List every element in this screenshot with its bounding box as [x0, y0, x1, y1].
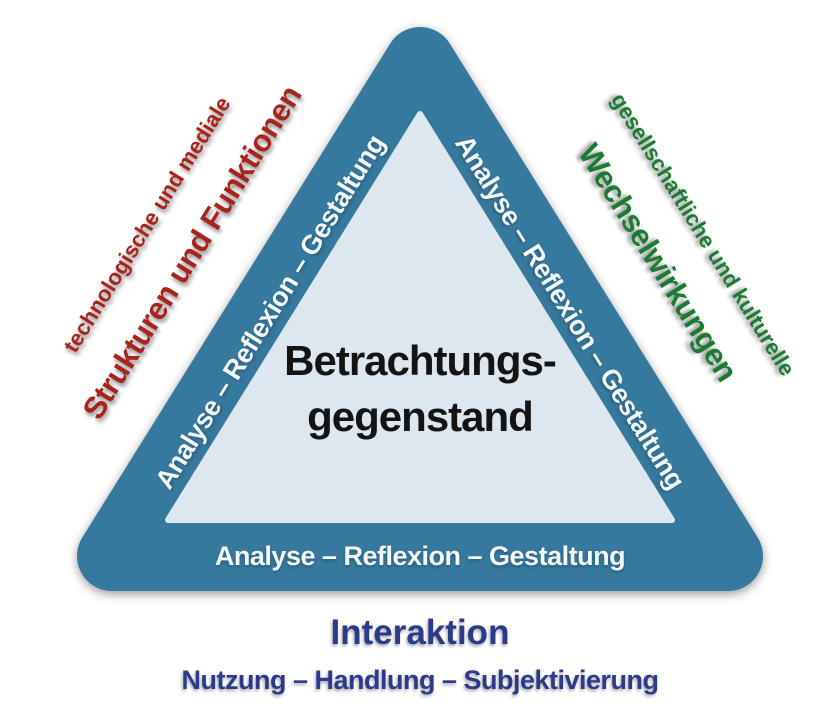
inner-triangle-shape	[165, 111, 675, 523]
center-label-line1: Betrachtungs-	[284, 337, 557, 384]
center-label: Betrachtungs- gegenstand	[160, 333, 680, 445]
outside-label-bottom-subtitle: Nutzung – Handlung – Subjektivierung	[181, 665, 659, 695]
center-label-line2: gegenstand	[307, 393, 534, 440]
outside-label-bottom-title: Interaktion	[330, 613, 510, 652]
edge-label-bottom: Analyse – Reflexion – Gestaltung	[214, 541, 626, 571]
